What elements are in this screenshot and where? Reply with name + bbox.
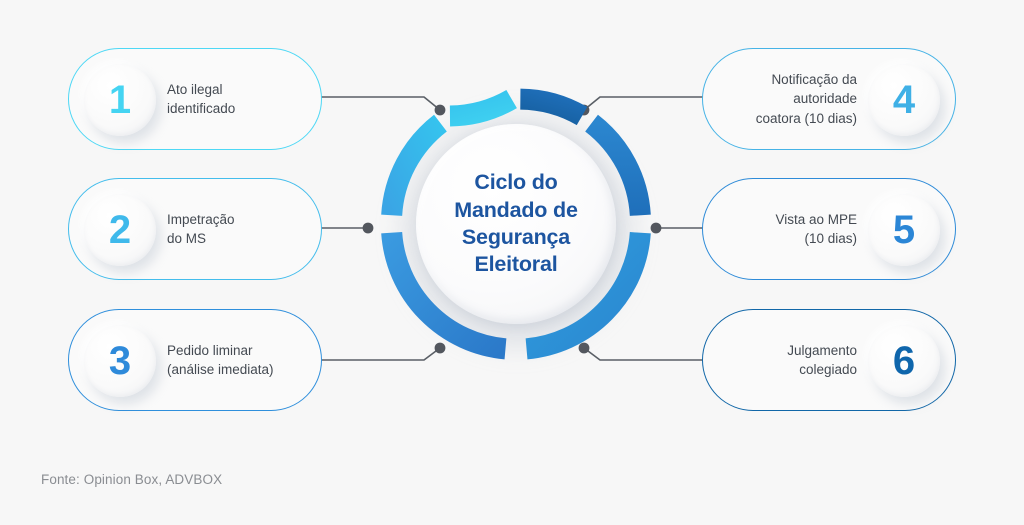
step-number-2: 2 — [108, 208, 132, 252]
source-note: Fonte: Opinion Box, ADVBOX — [41, 472, 223, 487]
step-label-6: Julgamento colegiado — [787, 342, 857, 377]
step-number-badge-4: 4 — [868, 64, 940, 136]
step-card-2[interactable]: 2 Impetração do MS — [68, 178, 322, 280]
step-number-1: 1 — [108, 78, 132, 122]
donut-segment-2 — [381, 114, 448, 217]
step-card-5[interactable]: 5 Vista ao MPE (10 dias) — [702, 178, 956, 280]
step-label-2: Impetração do MS — [167, 211, 235, 246]
step-number-badge-5: 5 — [868, 194, 940, 266]
step-card-3[interactable]: 3 Pedido liminar (análise imediata) — [68, 309, 322, 411]
step-number-badge-6: 6 — [868, 325, 940, 397]
donut-segment-5 — [584, 114, 651, 217]
step-number-6: 6 — [892, 339, 916, 383]
donut-segments — [381, 88, 651, 360]
step-number-badge-3: 3 — [84, 325, 156, 397]
donut-segment-1 — [449, 89, 517, 127]
donut-segment-6 — [519, 88, 588, 126]
step-card-1[interactable]: 1 Ato ilegal identificado — [68, 48, 322, 150]
step-label-1: Ato ilegal identificado — [167, 81, 236, 116]
connector-dot-ring-2 — [362, 222, 374, 234]
step-number-4: 4 — [892, 78, 916, 122]
connector-dot-ring-5 — [650, 222, 662, 234]
donut-segment-3 — [381, 231, 507, 360]
step-label-4: Notificação da autoridade coatora (10 di… — [755, 72, 857, 126]
donut-center-disc: Ciclo do Mandado de Segurança Eleitoral — [416, 124, 616, 324]
cycle-title: Ciclo do Mandado de Segurança Eleitoral — [454, 170, 578, 277]
step-label-5: Vista ao MPE (10 dias) — [775, 211, 857, 246]
step-card-4[interactable]: 4 Notificação da autoridade coatora (10 … — [702, 48, 956, 150]
donut-segment-4 — [525, 231, 651, 360]
step-card-6[interactable]: 6 Julgamento colegiado — [702, 309, 956, 411]
cycle-donut: Ciclo do Mandado de Segurança Eleitoral — [380, 88, 652, 360]
step-label-3: Pedido liminar (análise imediata) — [167, 342, 274, 377]
step-number-badge-1: 1 — [84, 64, 156, 136]
step-number-3: 3 — [108, 339, 132, 383]
step-number-badge-2: 2 — [84, 194, 156, 266]
step-number-5: 5 — [892, 208, 916, 252]
